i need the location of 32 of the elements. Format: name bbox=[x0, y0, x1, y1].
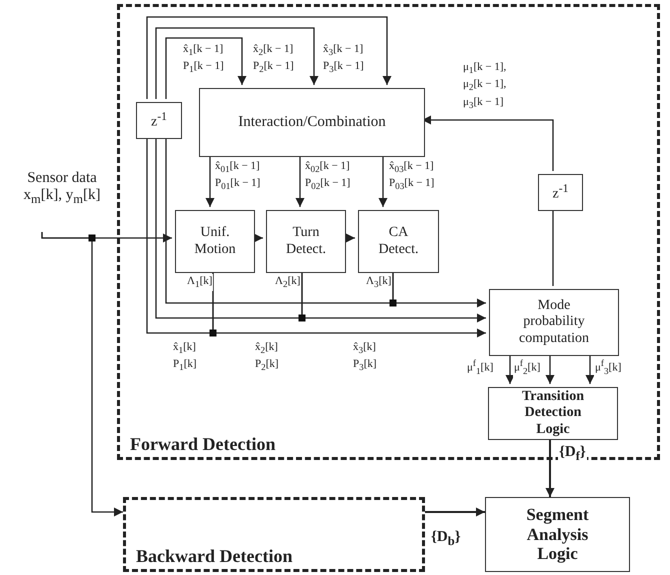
connector-arrow bbox=[155, 27, 318, 99]
process-box bbox=[136, 102, 182, 139]
connector-arrow bbox=[41, 232, 123, 516]
process-box bbox=[175, 210, 255, 273]
process-box bbox=[266, 210, 346, 273]
group-heading: Backward Detection bbox=[136, 546, 292, 567]
edge-label: μ$^{f}$$_{2}$[k] bbox=[513, 357, 542, 378]
dashed-group-frame bbox=[117, 4, 660, 460]
connector-arrow bbox=[425, 508, 485, 516]
process-box bbox=[489, 289, 619, 356]
connector-arrow bbox=[146, 16, 392, 99]
node-label: Interaction/Combination bbox=[238, 114, 386, 132]
group-heading: Forward Detection bbox=[130, 434, 276, 455]
edge-label: μ$^{f}$$_{3}$[k] bbox=[594, 357, 622, 378]
edge-label: Λ$_{1}$[k] bbox=[186, 274, 214, 292]
node-label: Sensor data bbox=[27, 170, 97, 188]
node-label: CA Detect. bbox=[377, 225, 420, 258]
node-label: Unif. Motion bbox=[193, 225, 237, 258]
node-label: Turn Detect. bbox=[284, 225, 328, 258]
process-box bbox=[358, 210, 439, 273]
process-box bbox=[488, 387, 618, 440]
node-label: z$^{-1}$ bbox=[552, 182, 568, 203]
node-label: x$_{m}$[k], y$_{m}$[k] bbox=[24, 187, 100, 207]
node-label: Mode probability computation bbox=[518, 298, 590, 347]
node-label: Segment Analysis Logic bbox=[525, 505, 590, 564]
node-label: Transition Detection Logic bbox=[521, 389, 585, 438]
dashed-group-frame bbox=[123, 497, 425, 572]
node-label: z$^{-1}$ bbox=[151, 110, 167, 131]
process-box bbox=[485, 497, 630, 572]
process-box bbox=[199, 88, 425, 157]
connector-arrow bbox=[165, 37, 246, 99]
process-box bbox=[538, 174, 583, 211]
